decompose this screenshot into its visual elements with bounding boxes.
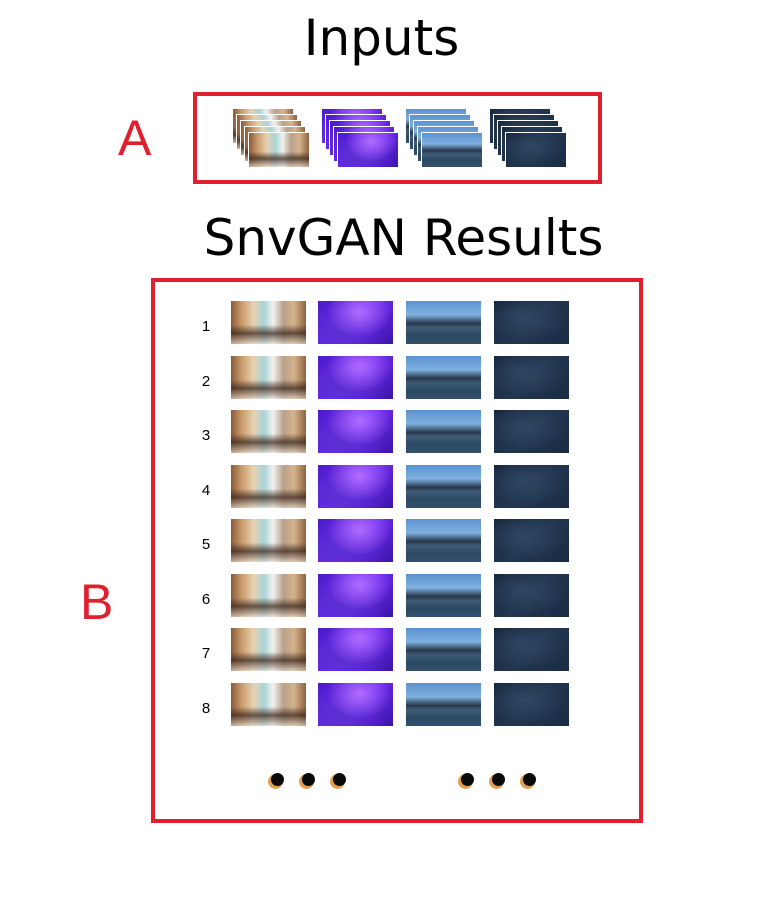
- ellipsis-dot: [302, 773, 315, 786]
- result-thumbnail: [406, 519, 481, 562]
- input-frame: [505, 132, 567, 168]
- section-b-label: B: [80, 574, 114, 630]
- result-thumbnail: [494, 355, 569, 399]
- result-thumbnail: [318, 573, 393, 617]
- result-thumbnail: [494, 301, 569, 344]
- result-thumbnail: [318, 355, 393, 399]
- result-thumbnail: [231, 355, 306, 399]
- station-frames-stack: [232, 108, 322, 180]
- result-thumbnail: [406, 628, 481, 671]
- result-thumbnail: [318, 410, 393, 453]
- results-panel: [151, 278, 643, 823]
- row-number: 4: [201, 481, 211, 499]
- row-number: 5: [201, 536, 211, 553]
- input-frame: [421, 132, 483, 168]
- result-thumbnail: [231, 573, 306, 617]
- ellipsis-dot: [492, 773, 505, 786]
- row-number: 7: [201, 645, 211, 662]
- row-number: 2: [201, 372, 211, 390]
- result-thumbnail: [318, 682, 393, 726]
- result-thumbnail: [406, 464, 481, 508]
- ellipsis-dot: [333, 773, 346, 786]
- row-number: 6: [201, 590, 211, 608]
- result-thumbnail: [231, 682, 306, 726]
- row-number: 8: [201, 699, 211, 717]
- result-thumbnail: [406, 301, 481, 344]
- ellipsis-dot: [523, 773, 536, 786]
- result-thumbnail: [406, 355, 481, 399]
- result-thumbnail: [231, 301, 306, 344]
- result-thumbnail: [318, 464, 393, 508]
- row-number: 3: [201, 427, 211, 444]
- inputs-heading: Inputs: [303, 9, 460, 67]
- input-frame: [248, 132, 310, 168]
- input-frame: [337, 132, 399, 168]
- dark-frames-stack: [489, 108, 579, 180]
- results-heading: SnvGAN Results: [203, 209, 604, 267]
- result-thumbnail: [494, 628, 569, 671]
- result-thumbnail: [494, 410, 569, 453]
- result-thumbnail: [494, 519, 569, 562]
- result-thumbnail: [231, 628, 306, 671]
- result-thumbnail: [318, 301, 393, 344]
- result-thumbnail: [231, 410, 306, 453]
- row-number: 1: [201, 318, 211, 335]
- result-thumbnail: [494, 573, 569, 617]
- ellipsis-dot: [271, 773, 284, 786]
- lake-frames-stack: [405, 108, 495, 180]
- result-thumbnail: [318, 519, 393, 562]
- result-thumbnail: [318, 628, 393, 671]
- violet-frames-stack: [321, 108, 411, 180]
- result-thumbnail: [406, 573, 481, 617]
- result-thumbnail: [406, 410, 481, 453]
- inputs-panel: [193, 92, 602, 184]
- result-thumbnail: [231, 464, 306, 508]
- section-a-label: A: [118, 110, 152, 166]
- result-thumbnail: [231, 519, 306, 562]
- result-thumbnail: [406, 682, 481, 726]
- ellipsis-dot: [461, 773, 474, 786]
- result-thumbnail: [494, 682, 569, 726]
- result-thumbnail: [494, 464, 569, 508]
